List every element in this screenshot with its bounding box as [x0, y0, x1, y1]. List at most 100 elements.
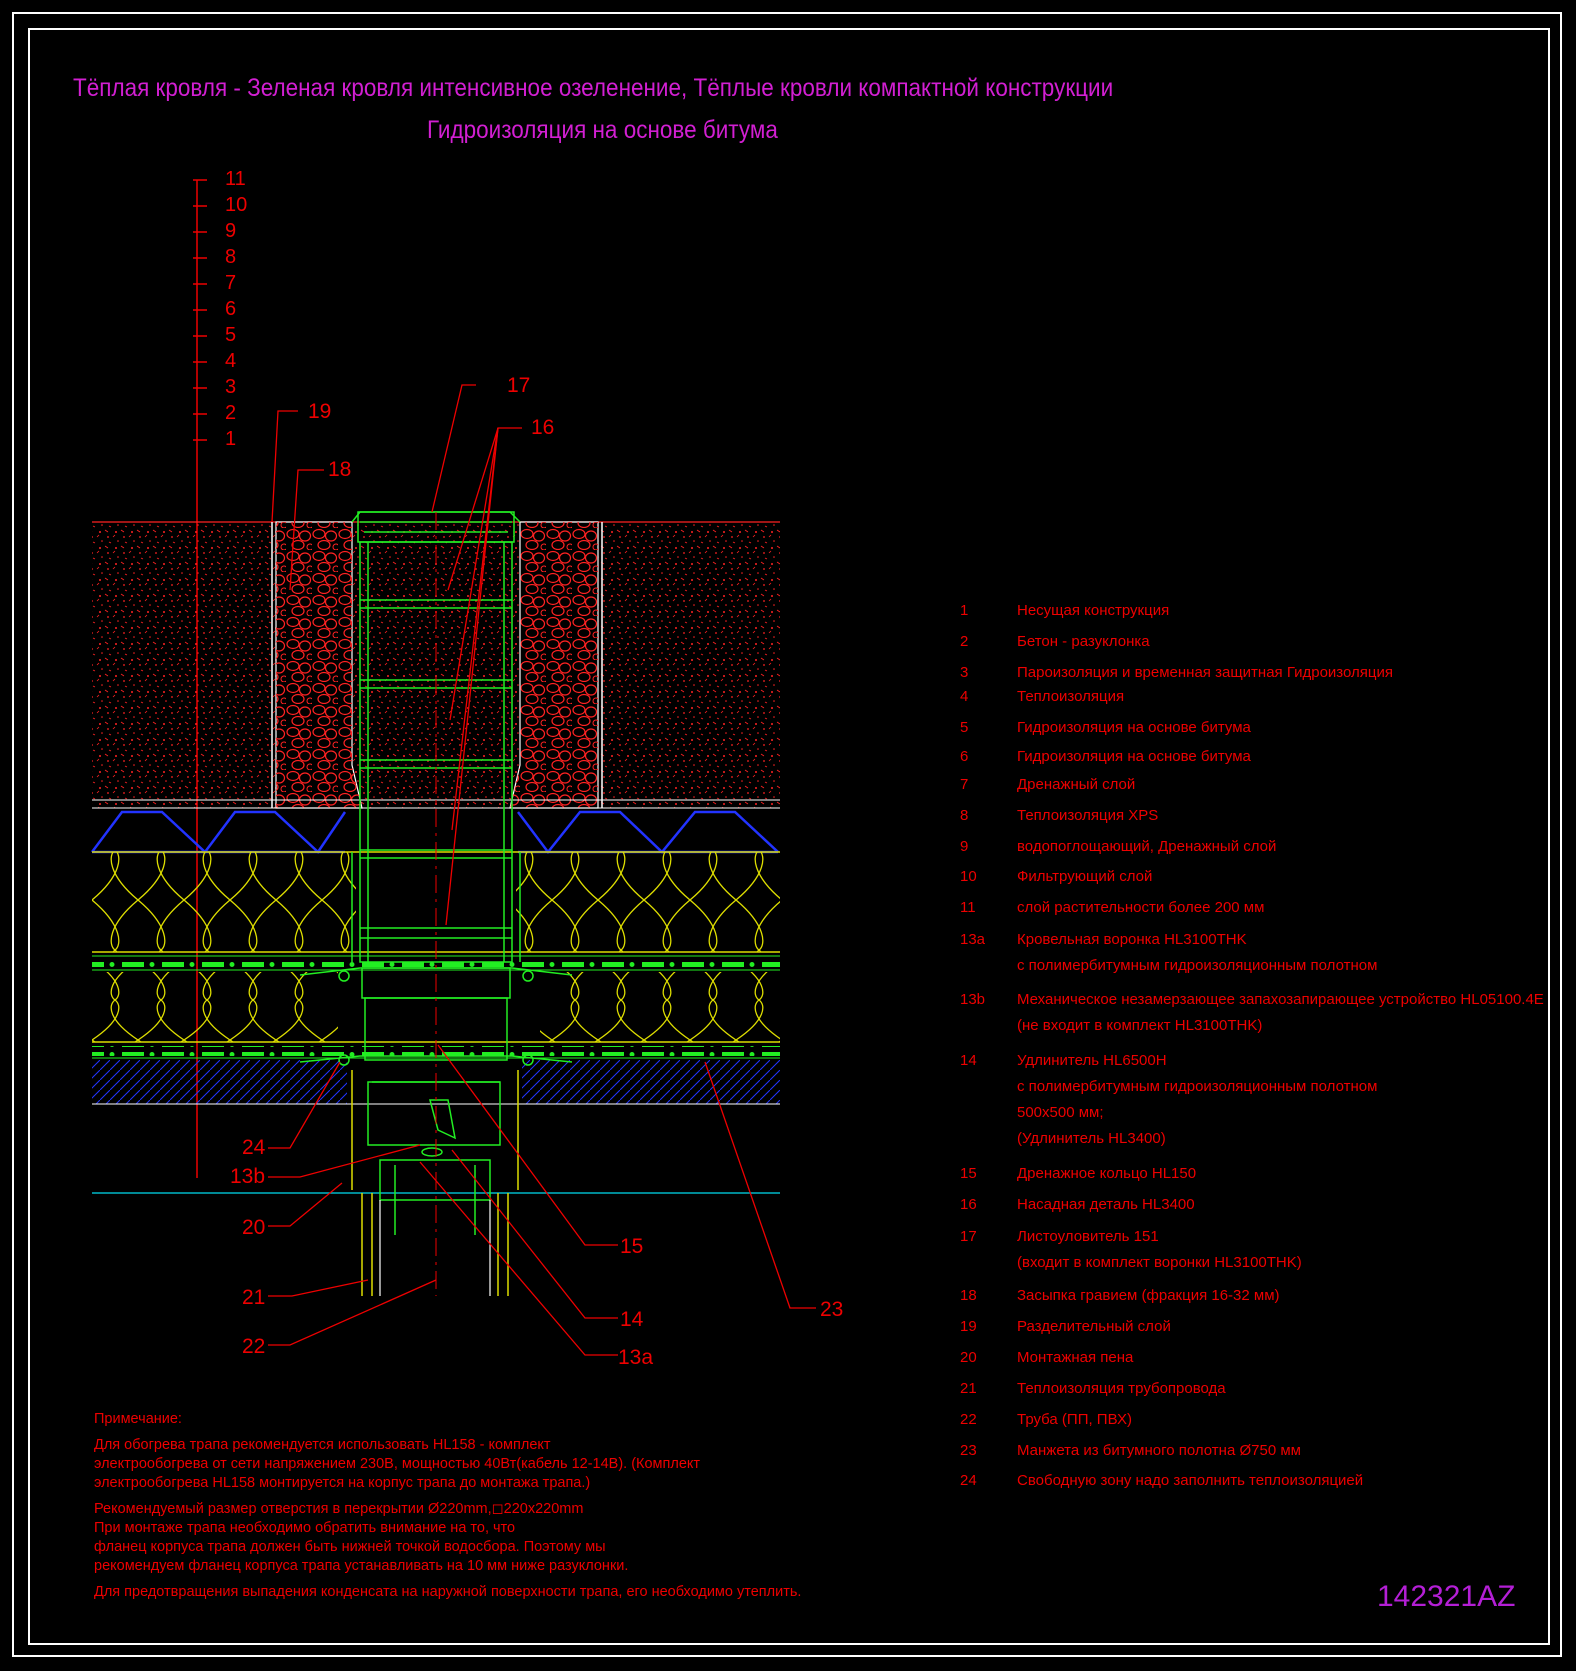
- layer-tick-label: 6: [225, 298, 237, 320]
- note-line: Для обогрева трапа рекомендуется использ…: [94, 1437, 551, 1453]
- note-line: электрообогрева от сети напряжением 230В…: [94, 1456, 701, 1472]
- drawing-subtitle: Гидроизоляция на основе битума: [427, 116, 778, 144]
- vegetation-layer: [92, 522, 780, 808]
- layer-tick-label: 2: [225, 402, 237, 424]
- legend-text: Засыпка гравием (фракция 16-32 мм): [1017, 1287, 1280, 1304]
- legend-number: 14: [960, 1052, 977, 1069]
- legend-text: Разделительный слой: [1017, 1318, 1171, 1335]
- legend-text: Фильтрующий слой: [1017, 868, 1153, 885]
- legend-number: 7: [960, 776, 969, 793]
- legend-number: 1: [960, 602, 969, 619]
- leader-lines: [268, 384, 816, 1356]
- legend-text: Манжета из битумного полотна Ø750 мм: [1017, 1442, 1301, 1459]
- callout-13a: 13a: [618, 1346, 654, 1369]
- legend-text: Кровельная воронка HL3100THK: [1017, 931, 1247, 948]
- note-line: Для предотвращения выпадения конденсата …: [94, 1584, 802, 1600]
- xps-insulation-left: [92, 852, 356, 952]
- legend-text: Труба (ПП, ПВХ): [1017, 1411, 1132, 1428]
- drawing-frame-inner: [28, 28, 1550, 1645]
- callout-19: 19: [308, 400, 332, 423]
- legend-text: Механическое незамерзающее запахозапираю…: [1017, 991, 1544, 1008]
- callout-14: 14: [620, 1308, 644, 1331]
- legend-number: 13b: [960, 991, 986, 1008]
- layer-tick-label: 4: [225, 350, 237, 372]
- legend-text: Бетон - разуклонка: [1017, 633, 1150, 650]
- legend-number: 22: [960, 1411, 977, 1428]
- note-line: электрообогрева HL158 монтируется на кор…: [94, 1475, 591, 1491]
- legend-number: 20: [960, 1349, 977, 1366]
- legend-number: 24: [960, 1472, 977, 1489]
- layer-tick-label: 8: [225, 246, 237, 268]
- legend-text: Дренажный слой: [1017, 776, 1136, 793]
- legend-number: 4: [960, 688, 969, 705]
- legend-number: 3: [960, 664, 969, 681]
- legend-text: Теплоизоляция: [1017, 688, 1125, 705]
- note-line: При монтаже трапа необходимо обратить вн…: [94, 1520, 516, 1536]
- layer-tick-label: 11: [225, 168, 246, 190]
- legend-text: Монтажная пена: [1017, 1349, 1134, 1366]
- layer-tick-label: 3: [225, 376, 237, 398]
- callout-22: 22: [242, 1335, 266, 1358]
- callout-18: 18: [328, 458, 352, 481]
- callout-21: 21: [242, 1286, 266, 1309]
- legend-number: 16: [960, 1196, 977, 1213]
- legend-text-line: (Удлинитель HL3400): [1017, 1130, 1166, 1147]
- legend-text-2: (входит в комплект воронки HL3100THK): [1017, 1254, 1302, 1271]
- notes: Примечание: Для обогрева трапа рекоменду…: [94, 1410, 801, 1602]
- legend-number: 23: [960, 1442, 977, 1459]
- note-line: Рекомендуемый размер отверстия в перекры…: [94, 1501, 584, 1517]
- legend-number: 9: [960, 838, 969, 855]
- legend-text: Гидроизоляция на основе битума: [1017, 719, 1251, 736]
- layer-tick-label: 9: [225, 220, 237, 242]
- drawing-frame-outer: [12, 12, 1562, 1657]
- callout-20: 20: [242, 1216, 266, 1239]
- callout-23: 23: [820, 1298, 844, 1321]
- drawing-title: Тёплая кровля - Зеленая кровля интенсивн…: [73, 74, 1114, 102]
- legend-text: Несущая конструкция: [1017, 602, 1170, 619]
- callout-16: 16: [531, 416, 555, 439]
- legend-number: 13a: [960, 931, 986, 948]
- layer-tick-label: 7: [225, 272, 237, 294]
- concrete-slope-left: [92, 1060, 347, 1104]
- legend-number: 6: [960, 748, 969, 765]
- xps-insulation-right: [516, 852, 780, 952]
- layer-tick-label: 1: [225, 428, 237, 450]
- legend-text: слой растительности более 200 мм: [1017, 899, 1265, 916]
- drawing-code: 142321AZ: [1377, 1580, 1516, 1613]
- gravel-backfill-left: [276, 522, 362, 808]
- legend-number: 10: [960, 868, 977, 885]
- legend-text: Насадная деталь HL3400: [1017, 1196, 1195, 1213]
- legend-text: Теплоизоляция трубопровода: [1017, 1380, 1226, 1397]
- legend-text-line: 500x500 мм;: [1017, 1104, 1104, 1121]
- legend-text-2: (не входит в комплект HL3100THK): [1017, 1017, 1263, 1034]
- callout-17: 17: [507, 374, 531, 397]
- legend-number: 8: [960, 807, 969, 824]
- legend-text-2: с полимербитумным гидроизоляционным поло…: [1017, 957, 1378, 974]
- callout-15: 15: [620, 1235, 644, 1258]
- legend-number: 19: [960, 1318, 977, 1335]
- callout-13b: 13b: [230, 1165, 266, 1188]
- pipe-insulation: [361, 1193, 509, 1296]
- thermal-insulation-right: [540, 972, 780, 1042]
- legend-text: Дренажное кольцо HL150: [1017, 1165, 1197, 1182]
- note-line: рекомендуем фланец корпуса трапа устанав…: [94, 1558, 629, 1574]
- layer-tick-label: 10: [225, 194, 248, 216]
- legend-text: водопоглощающий, Дренажный слой: [1017, 838, 1277, 855]
- gravel-backfill-right: [510, 522, 598, 808]
- roof-drain: [299, 511, 573, 1235]
- legend-number: 15: [960, 1165, 977, 1182]
- layer-tick-label: 5: [225, 324, 237, 346]
- legend-text-line: с полимербитумным гидроизоляционным поло…: [1017, 1078, 1378, 1095]
- callout-24: 24: [242, 1136, 266, 1159]
- legend-number: 5: [960, 719, 969, 736]
- note-line: фланец корпуса трапа должен быть нижней …: [94, 1539, 606, 1555]
- legend-text: Пароизоляция и временная защитная Гидрои…: [1017, 664, 1393, 681]
- waterproofing-upper: [92, 958, 780, 968]
- legend-number: 18: [960, 1287, 977, 1304]
- legend-number: 11: [960, 899, 976, 916]
- pipe: [379, 1200, 491, 1296]
- legend-text: Свободную зону надо заполнить теплоизоля…: [1017, 1472, 1364, 1489]
- legend-number: 21: [960, 1380, 977, 1397]
- legend-text: Гидроизоляция на основе битума: [1017, 748, 1251, 765]
